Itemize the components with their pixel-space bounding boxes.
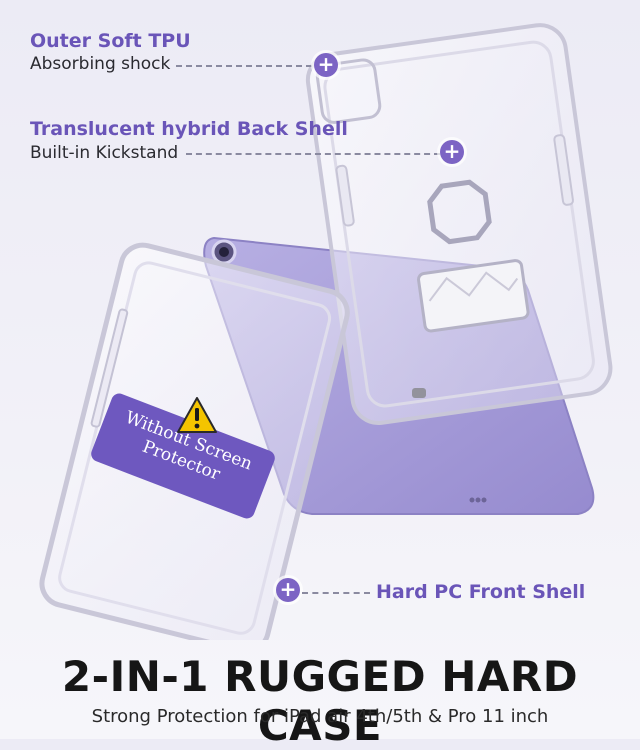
subheadline: Strong Protection for iPad air 4th/5th &… [91,706,549,727]
plus-icon[interactable]: + [276,578,300,602]
case-illustration [39,23,613,654]
warning-triangle-icon [177,397,217,433]
front-shell-title: Hard PC Front Shell [376,581,586,603]
plus-icon[interactable]: + [314,53,338,77]
headline: 2-IN-1 RUGGED HARD CASE [61,652,579,750]
plus-icon[interactable]: + [440,140,464,164]
outer-tpu-subtitle: Absorbing shock [30,54,171,74]
outer-tpu-leader [176,65,312,67]
back-shell-leader [186,153,440,155]
back-shell-subtitle: Built-in Kickstand [30,143,179,163]
front-shell-leader [302,592,370,594]
back-shell-title: Translucent hybrid Back Shell [30,118,348,140]
camera-lens-icon [211,239,237,265]
back-shell [305,23,613,425]
outer-tpu-title: Outer Soft TPU [30,30,191,52]
product-scene: Outer Soft TPU Absorbing shock + Translu… [30,23,613,654]
